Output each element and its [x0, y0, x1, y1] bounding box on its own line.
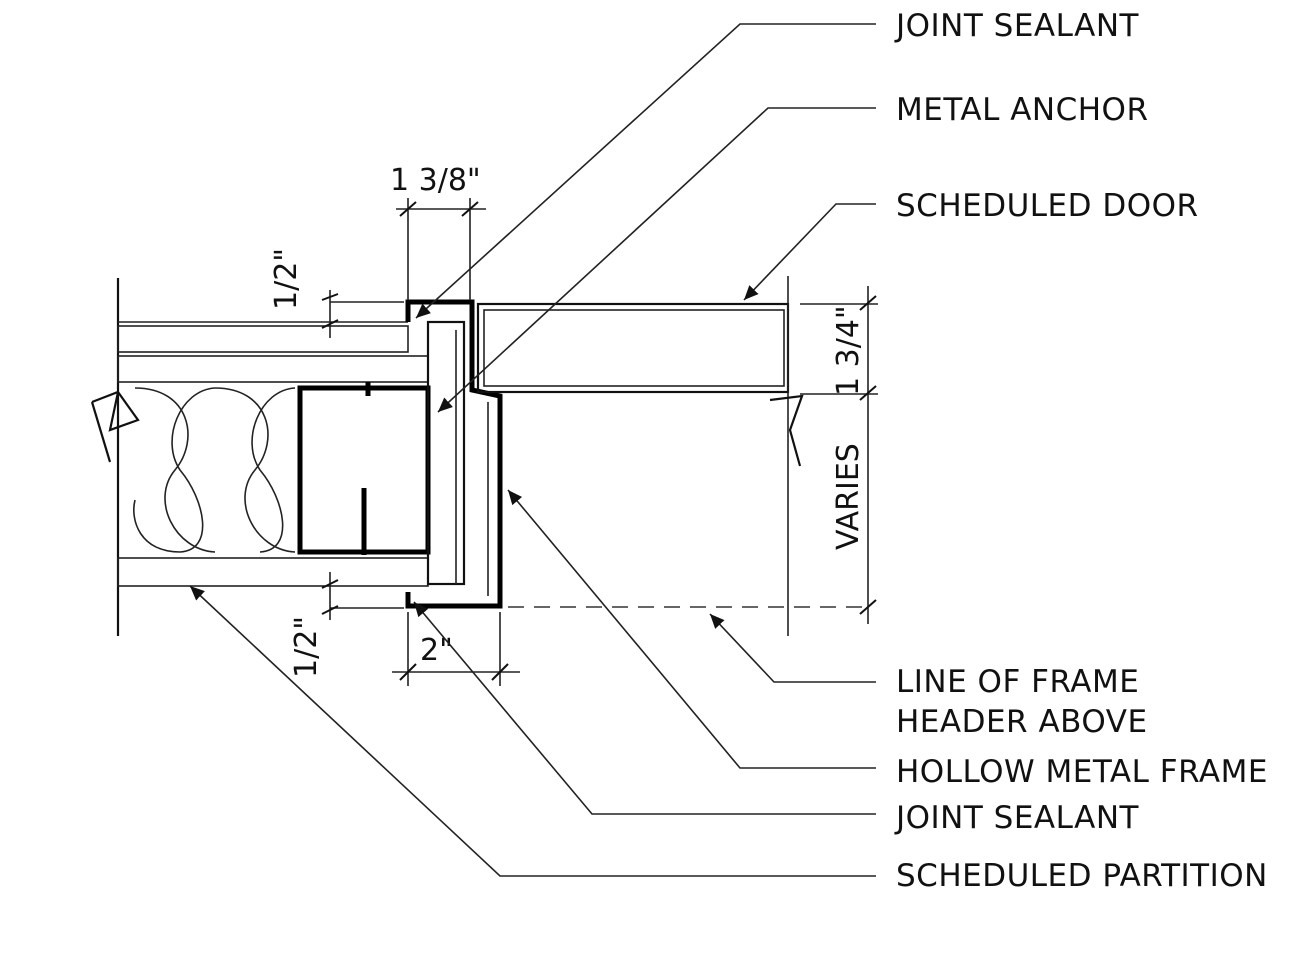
label-joint-sealant-bottom: JOINT SEALANT [894, 800, 1140, 836]
hatched-layer [117, 355, 429, 383]
top-gypsum-board [117, 325, 409, 353]
label-scheduled-door: SCHEDULED DOOR [896, 188, 1199, 224]
leader-lines [189, 23, 876, 877]
metal-stud [297, 382, 431, 555]
dimension-lines [321, 198, 878, 686]
scheduled-partition [90, 278, 429, 636]
frame-throat [426, 320, 466, 586]
dim-board-top: 1/2" [269, 248, 304, 310]
dim-board-bottom: 1/2" [289, 616, 324, 678]
label-scheduled-partition: SCHEDULED PARTITION [896, 858, 1268, 894]
hollow-metal-frame [405, 299, 503, 609]
label-line-of-frame: LINE OF FRAME [896, 664, 1139, 700]
dim-varies: VARIES [831, 443, 866, 550]
label-hollow-metal-frame: HOLLOW METAL FRAME [896, 754, 1268, 790]
scheduled-door [476, 276, 804, 636]
label-metal-anchor: METAL ANCHOR [896, 92, 1149, 128]
label-joint-sealant-top: JOINT SEALANT [894, 8, 1140, 44]
break-line-left [91, 390, 140, 432]
dim-frame-face-top: 1 3/8" [390, 163, 481, 198]
dim-frame-face-bottom: 2" [420, 633, 453, 668]
dim-door-thickness: 1 3/4" [831, 305, 866, 396]
break-line-right [769, 394, 804, 467]
label-header-above: HEADER ABOVE [896, 704, 1148, 740]
batt-insulation [133, 387, 296, 553]
bottom-gypsum-board [117, 557, 429, 587]
